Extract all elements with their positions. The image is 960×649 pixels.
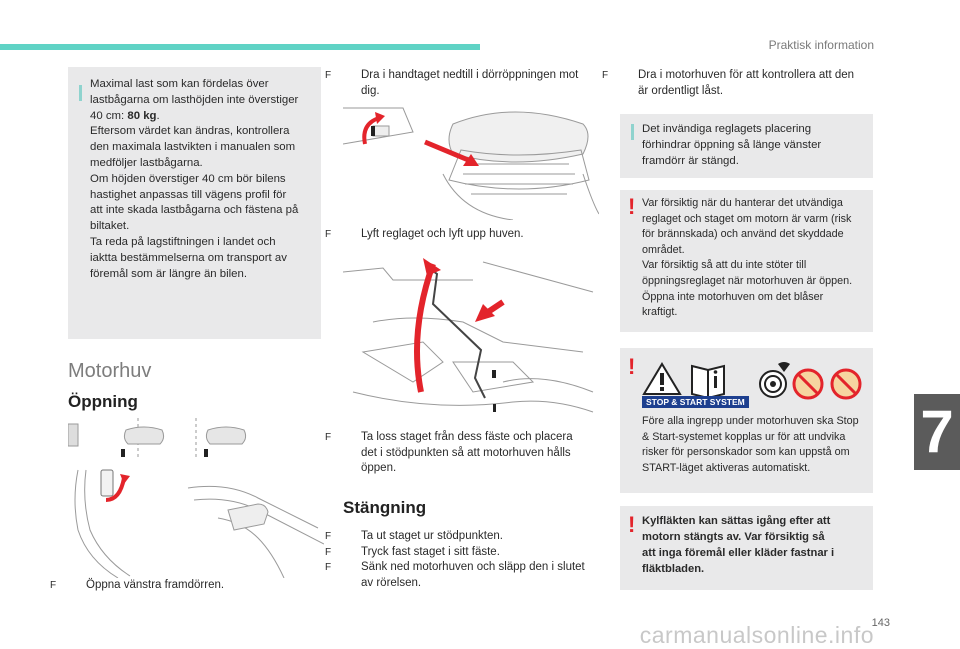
info-line: hastighet anpassas till vägens profil fö… <box>90 188 287 201</box>
warning-line: motorn stängts av. Var försiktig så <box>642 531 825 543</box>
warning-line: området. <box>642 243 685 256</box>
warning-line: att inga föremål eller kläder fastnar i <box>642 547 835 559</box>
running-header: Praktisk information <box>768 38 874 52</box>
stop-start-label: STOP & START SYSTEM <box>642 396 749 408</box>
warning-line: risker för personskador som kan uppstå o… <box>642 446 850 459</box>
subsection-title-closing: Stängning <box>343 498 427 517</box>
warning-line: kraftigt. <box>642 306 678 319</box>
info-icon <box>631 124 634 140</box>
warning-line: Var försiktig så att du inte stöter till <box>642 259 807 272</box>
max-load-value: 80 kg <box>127 109 157 122</box>
info-line: Maximal last som kan fördelas över <box>90 78 269 90</box>
warning-line: öppningsreglaget när motorhuven är öppen… <box>642 274 853 287</box>
bullet-arrow-icon: F <box>50 580 57 591</box>
warning-box-stop-start: ! STOP & START SYSTEM Före alla ingrepp … <box>620 348 873 493</box>
info-line: medföljer lastbågarna. <box>90 156 203 169</box>
section-title: Motorhuv <box>68 360 152 382</box>
watermark: carmanualsonline.info <box>639 622 874 648</box>
info-line: biltaket. <box>90 220 130 233</box>
bullet-arrow-icon: F <box>325 229 332 240</box>
warning-line: fläktbladen. <box>642 563 705 575</box>
warning-line: Före alla ingrepp under motorhuven ska S… <box>642 415 859 427</box>
bullet-arrow-icon: F <box>325 531 332 542</box>
info-icon <box>79 85 82 101</box>
warning-line: för brännskada) och använd det skyddade <box>642 228 844 241</box>
info-box-roof-load: Maximal last som kan fördelas över lastb… <box>68 67 321 339</box>
bullet-arrow-icon: F <box>325 432 332 443</box>
warning-line: Öppna inte motorhuven om det blåser <box>642 290 824 303</box>
warning-icon: ! <box>628 354 636 379</box>
info-line-load: 40 cm: 80 kg. <box>90 109 160 122</box>
bullet-arrow-icon: F <box>325 562 332 573</box>
info-box-interior-lever: Det invändiga reglagets placering förhin… <box>620 114 873 178</box>
warning-line: Var försiktig när du hanterar det utvänd… <box>642 197 843 209</box>
info-line: Eftersom värdet kan ändras, kontrollera <box>90 125 290 138</box>
chapter-tab: 7 <box>914 394 960 470</box>
header-accent-bar <box>0 44 480 50</box>
warning-icon: ! <box>628 194 636 219</box>
info-line: föremål som är längre än bilen. <box>90 267 248 280</box>
info-line: den maximala lastvikten i manualen som <box>90 141 296 154</box>
warning-line: & Start-systemet kopplas ur för att undv… <box>642 430 846 443</box>
info-line: förhindrar öppning så länge vänster <box>642 138 822 151</box>
bullet-arrow-icon: F <box>325 546 332 558</box>
warning-line: Kylfläkten kan sättas igång efter att <box>642 515 831 527</box>
info-line: lastbågarna om lasthöjden inte överstige… <box>90 93 299 106</box>
info-line: Det invändiga reglagets placering <box>642 123 812 135</box>
info-line: 40 cm: <box>90 109 128 122</box>
page-number: 143 <box>871 617 890 629</box>
door-interior-illustration <box>68 418 324 578</box>
info-line: att inte skada lastbågarna och fästena p… <box>90 204 299 217</box>
info-line: Ta reda på lagstiftningen i landet och <box>90 235 276 248</box>
info-line: Om höjden överstiger 40 cm bör bilens <box>90 172 286 185</box>
stop-start-pictogram <box>642 362 862 400</box>
subsection-title-opening: Öppning <box>68 392 138 411</box>
hood-release-illustration <box>343 107 599 220</box>
info-line: framdörr är stängd. <box>642 154 739 167</box>
warning-box-hot-engine: ! Var försiktig när du hanterar det utvä… <box>620 190 873 332</box>
warning-box-cooling-fan: ! Kylfläkten kan sättas igång efter att … <box>620 506 873 590</box>
bullet-arrow-icon: F <box>602 70 609 81</box>
info-line: iaktta bestämmelserna om transport av <box>90 251 287 264</box>
hood-prop-rod-illustration <box>343 258 594 413</box>
warning-line: reglaget och staget om motorn är varm (r… <box>642 212 852 225</box>
warning-icon: ! <box>628 512 636 537</box>
bullet-arrow-icon: F <box>325 70 332 81</box>
warning-line: START-läget aktiveras automatiskt. <box>642 461 811 474</box>
